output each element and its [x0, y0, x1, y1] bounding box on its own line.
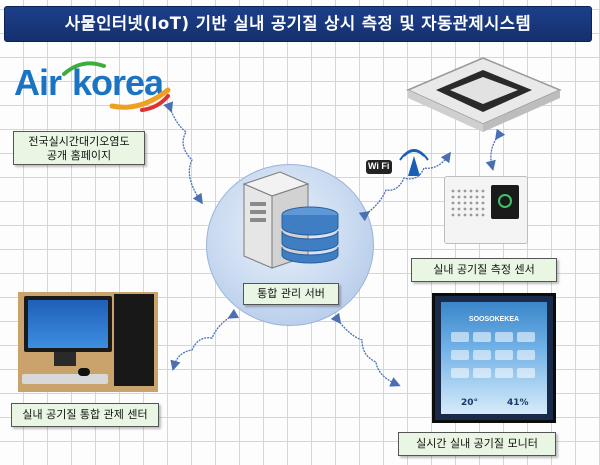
arrow-ac-sensor: [491, 136, 498, 166]
arrow-server-center: [174, 316, 232, 366]
arrow-server-monitor: [338, 320, 396, 384]
arrow-logo-server: [170, 108, 200, 200]
arrow-server-sensor: [366, 156, 448, 214]
